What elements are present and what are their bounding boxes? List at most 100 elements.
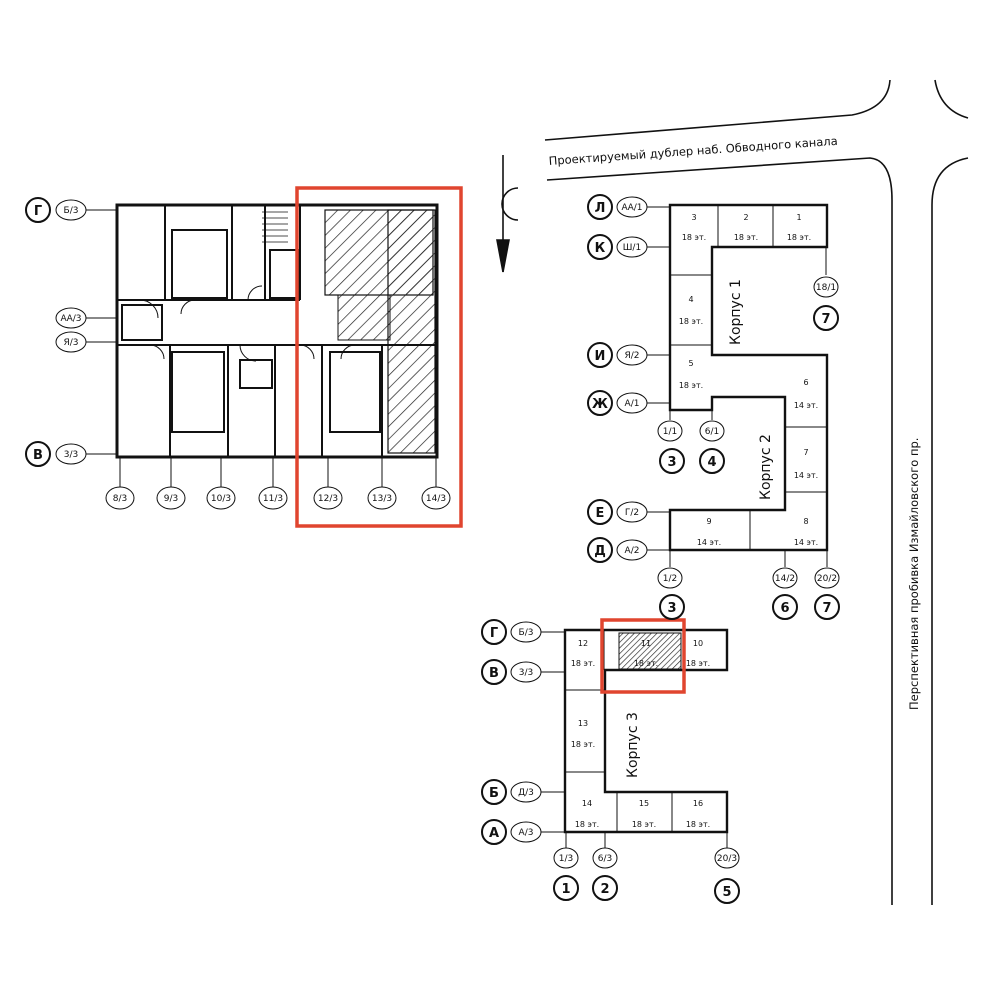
svg-text:14/3: 14/3 bbox=[426, 494, 446, 504]
svg-text:14: 14 bbox=[582, 799, 592, 808]
plan-axis-9-3: 9/3 bbox=[156, 486, 186, 510]
section-11-hatched bbox=[618, 632, 682, 670]
svg-text:18 эт.: 18 эт. bbox=[679, 317, 703, 326]
svg-text:6/3: 6/3 bbox=[598, 854, 612, 864]
section-9: 914 эт. bbox=[697, 517, 721, 547]
svg-text:Г: Г bbox=[490, 626, 498, 641]
svg-text:И: И bbox=[595, 349, 606, 364]
svg-text:Я/3: Я/3 bbox=[63, 338, 78, 348]
svg-text:А: А bbox=[489, 826, 499, 841]
korpus-2-label: Корпус 2 bbox=[758, 434, 774, 500]
svg-text:Г/2: Г/2 bbox=[625, 508, 639, 518]
floor-plan bbox=[86, 203, 439, 487]
svg-text:Я/2: Я/2 bbox=[624, 351, 639, 361]
svg-text:6: 6 bbox=[780, 601, 789, 616]
site-axis-i: И Я/2 bbox=[587, 342, 648, 368]
svg-text:4: 4 bbox=[688, 295, 693, 304]
svg-text:20/3: 20/3 bbox=[717, 854, 737, 864]
svg-text:В: В bbox=[489, 666, 499, 681]
svg-text:18 эт.: 18 эт. bbox=[634, 659, 658, 668]
svg-text:3: 3 bbox=[667, 455, 676, 470]
svg-text:Б: Б bbox=[489, 786, 499, 801]
site-axis-l: Л АА/1 bbox=[587, 194, 648, 220]
site-axis-e: Е Г/2 bbox=[587, 499, 648, 525]
svg-text:В: В bbox=[33, 448, 43, 463]
svg-text:Д: Д bbox=[594, 544, 606, 559]
site-axis-num-1-1-3: 1/31 bbox=[553, 847, 579, 901]
plan-axis-ya: Я/3 bbox=[55, 331, 87, 353]
site-axis-num-6-14-2: 14/26 bbox=[772, 567, 798, 620]
svg-text:1/3: 1/3 bbox=[559, 854, 573, 864]
svg-text:6/1: 6/1 bbox=[705, 427, 719, 437]
plan-axis-12-3: 12/3 bbox=[313, 486, 343, 510]
svg-text:7: 7 bbox=[822, 601, 831, 616]
plan-axis-g: Г Б/3 bbox=[25, 197, 87, 223]
svg-text:10/3: 10/3 bbox=[211, 494, 231, 504]
plan-axis-10-3: 10/3 bbox=[206, 486, 236, 510]
svg-text:10: 10 bbox=[693, 639, 703, 648]
roads bbox=[544, 79, 969, 905]
svg-text:3/3: 3/3 bbox=[64, 450, 78, 460]
svg-text:АА/1: АА/1 bbox=[621, 203, 642, 213]
section-6: 614 эт. bbox=[794, 378, 818, 410]
svg-text:Л: Л bbox=[595, 201, 606, 216]
svg-text:18 эт.: 18 эт. bbox=[632, 820, 656, 829]
svg-text:2: 2 bbox=[743, 213, 748, 222]
svg-text:А/2: А/2 bbox=[625, 546, 640, 556]
svg-text:13/3: 13/3 bbox=[372, 494, 392, 504]
svg-text:2: 2 bbox=[600, 882, 609, 897]
svg-text:18/1: 18/1 bbox=[816, 283, 836, 293]
svg-text:14 эт.: 14 эт. bbox=[794, 401, 818, 410]
svg-text:Ж: Ж bbox=[592, 397, 608, 412]
site-axis-d: Д А/2 bbox=[587, 537, 648, 563]
svg-text:Е: Е bbox=[596, 506, 605, 521]
svg-text:7: 7 bbox=[803, 448, 808, 457]
section-11: 11 18 эт. bbox=[634, 639, 658, 668]
section-14: 14 18 эт. bbox=[575, 799, 599, 829]
plan-axis-aa: АА/3 bbox=[55, 307, 87, 329]
site-axis-num-5-20-3: 20/3 5 bbox=[714, 847, 740, 904]
svg-text:Б/3: Б/3 bbox=[64, 206, 79, 216]
svg-text:20/2: 20/2 bbox=[817, 574, 837, 584]
site-axis-num-4-6-1: 6/1 4 bbox=[699, 420, 725, 474]
section-highlight-frame bbox=[600, 618, 686, 694]
svg-text:5: 5 bbox=[722, 885, 731, 900]
svg-text:А/1: А/1 bbox=[625, 399, 640, 409]
svg-text:13: 13 bbox=[578, 719, 588, 728]
svg-text:8: 8 bbox=[803, 517, 808, 526]
svg-text:4: 4 bbox=[707, 455, 716, 470]
site-axis-num-2-6-3: 6/3 2 bbox=[592, 847, 618, 901]
plan-axis-11-3: 11/3 bbox=[258, 486, 288, 510]
svg-text:18 эт.: 18 эт. bbox=[682, 233, 706, 242]
korpus-1-2-outline bbox=[668, 203, 829, 552]
site-axis-zh: Ж А/1 bbox=[587, 390, 648, 416]
site-axis-num-3-1-2: 1/23 bbox=[657, 567, 685, 620]
svg-text:А/3: А/3 bbox=[519, 828, 534, 838]
svg-text:12/3: 12/3 bbox=[318, 494, 338, 504]
plan-axis-8-3: 8/3 bbox=[105, 486, 135, 510]
svg-text:11/3: 11/3 bbox=[263, 494, 283, 504]
svg-text:15: 15 bbox=[639, 799, 649, 808]
svg-text:9: 9 bbox=[706, 517, 711, 526]
svg-text:1/2: 1/2 bbox=[663, 574, 677, 584]
svg-text:АА/3: АА/3 bbox=[60, 314, 81, 324]
svg-text:Д/3: Д/3 bbox=[518, 788, 534, 798]
svg-text:11: 11 bbox=[641, 639, 651, 648]
korpus-1-label: Корпус 1 bbox=[728, 279, 744, 345]
korpus-3-label: Корпус 3 bbox=[625, 712, 641, 778]
svg-text:18 эт.: 18 эт. bbox=[679, 381, 703, 390]
section-7: 714 эт. bbox=[794, 448, 818, 480]
svg-text:18 эт.: 18 эт. bbox=[571, 740, 595, 749]
svg-text:18 эт.: 18 эт. bbox=[575, 820, 599, 829]
section-3: 318 эт. bbox=[682, 213, 706, 242]
svg-text:18 эт.: 18 эт. bbox=[734, 233, 758, 242]
north-arrow-icon bbox=[496, 155, 519, 273]
svg-text:9/3: 9/3 bbox=[164, 494, 178, 504]
street-name-right: Перспективная пробивка Измайловского пр. bbox=[907, 438, 921, 710]
korpus-3-outline bbox=[563, 628, 729, 834]
